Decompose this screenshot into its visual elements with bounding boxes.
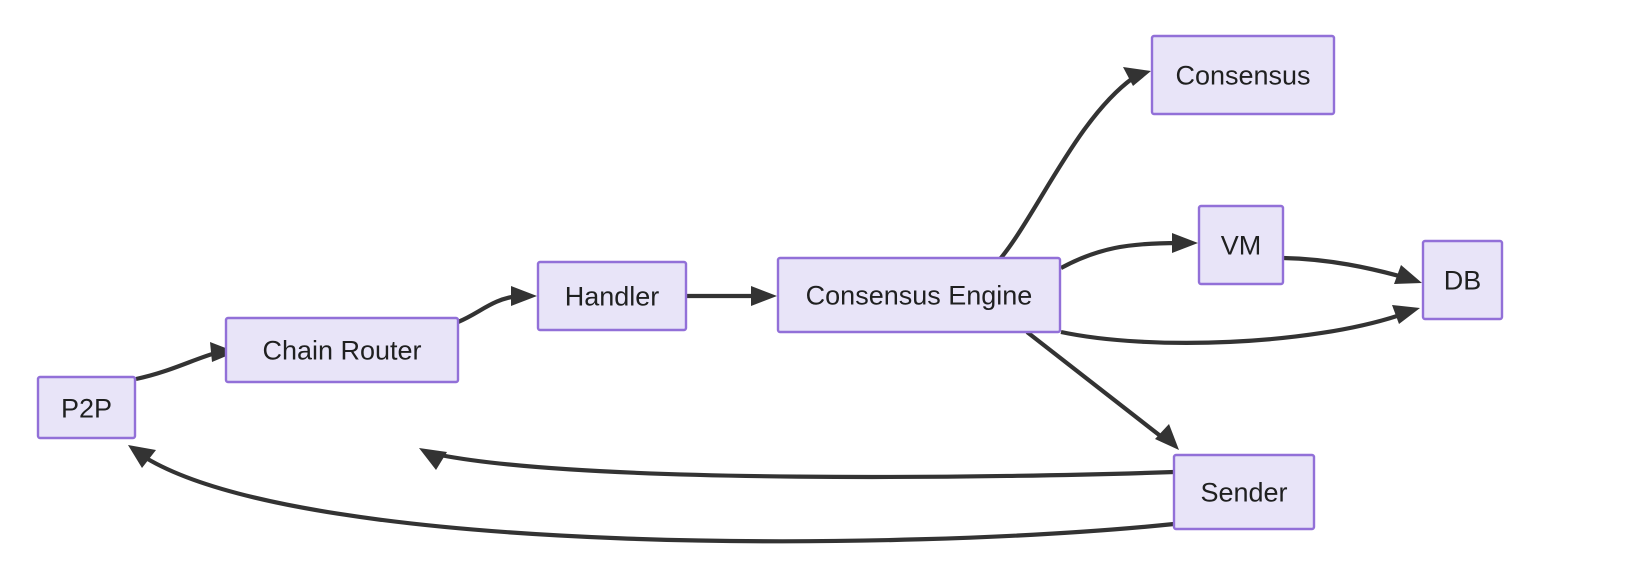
edge-sender-to-p2p (128, 445, 1175, 544)
node-vm-label: VM (1221, 231, 1262, 261)
node-handler[interactable]: Handler (536, 260, 688, 332)
edge-layer (128, 67, 1422, 544)
edge-sender-to-chain-router (419, 448, 1175, 480)
node-consensus-engine-label: Consensus Engine (806, 281, 1033, 311)
node-chain-router-label: Chain Router (262, 336, 421, 366)
node-vm[interactable]: VM (1197, 204, 1285, 286)
node-p2p[interactable]: P2P (36, 375, 137, 440)
node-sender[interactable]: Sender (1172, 453, 1316, 531)
edge-p2p-to-chain-router (135, 342, 236, 382)
node-consensus-label: Consensus (1175, 61, 1310, 91)
node-db[interactable]: DB (1421, 239, 1504, 321)
edge-consensus-engine-to-db (1060, 305, 1420, 345)
edge-consensus-engine-to-consensus (988, 67, 1151, 272)
node-db-label: DB (1444, 266, 1482, 296)
node-consensus[interactable]: Consensus (1150, 34, 1336, 116)
edge-chain-router-to-handler (457, 286, 537, 324)
edge-consensus-engine-to-vm (1060, 233, 1198, 270)
node-sender-label: Sender (1200, 478, 1287, 508)
edge-consensus-engine-to-sender (1025, 330, 1179, 450)
node-chain-router[interactable]: Chain Router (224, 316, 460, 384)
edge-handler-to-consensus-engine (687, 286, 777, 306)
node-layer: P2P Chain Router Handler Consensus Engin… (36, 34, 1504, 531)
node-handler-label: Handler (565, 282, 660, 312)
edge-vm-to-db (1282, 255, 1422, 284)
node-consensus-engine[interactable]: Consensus Engine (776, 256, 1062, 334)
node-p2p-label: P2P (61, 394, 112, 424)
